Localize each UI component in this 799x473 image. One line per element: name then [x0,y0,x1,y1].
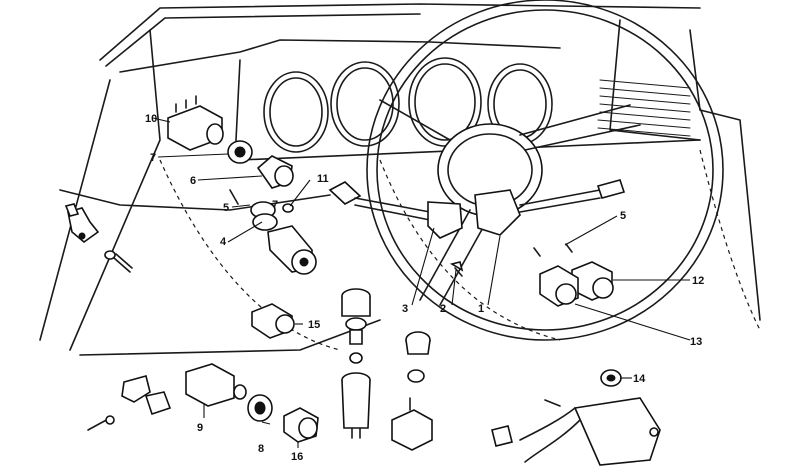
callout-14: 16 [291,451,303,463]
callout-7-upper: 7 [150,152,156,164]
wiring-harness [491,397,661,466]
switch-block-8 [167,95,224,151]
washer-9 [282,203,294,213]
left-bracket [64,203,100,244]
callout-5-right: 5 [620,210,626,222]
callout-2: 2 [440,303,446,315]
switch-10 [565,243,614,301]
callout-4: 4 [220,236,227,248]
bolt-left [104,250,133,273]
knob-14 [283,407,319,443]
switch-16 [185,363,247,407]
callout-7-lower: 7 [272,199,278,211]
socket-middle [391,331,433,451]
knob-6 [256,155,294,189]
ignition-lock-4 [229,189,317,275]
screw-2 [449,261,464,277]
ring-12 [600,369,622,387]
ring-7 [227,140,253,164]
callout-12: 14 [633,373,646,385]
callout-8: 10 [145,113,157,125]
dashboard-outline [39,3,761,356]
callout-3: 3 [402,303,408,315]
callout-16: 9 [197,422,203,434]
plug-13 [251,303,295,339]
stalk-switch-left [328,181,463,239]
ring-15 [247,394,273,422]
leader-lines [152,117,691,448]
bottom-bracket [87,375,172,431]
callout-1: 1 [478,303,484,315]
callout-labels: 10 7 6 5 7 11 4 3 2 1 5 12 13 14 15 16 8… [145,113,704,463]
stalk-switch-right [474,179,626,236]
callout-6: 6 [190,175,196,187]
switch-11 [533,247,579,307]
vent-grille [597,79,691,137]
cigar-lighter [341,288,371,439]
callout-13: 15 [308,319,320,331]
callout-9: 11 [317,173,329,185]
callout-5-left: 5 [223,202,229,214]
callout-10: 12 [692,275,704,287]
callout-11: 13 [690,336,702,348]
callout-15: 8 [258,443,264,455]
